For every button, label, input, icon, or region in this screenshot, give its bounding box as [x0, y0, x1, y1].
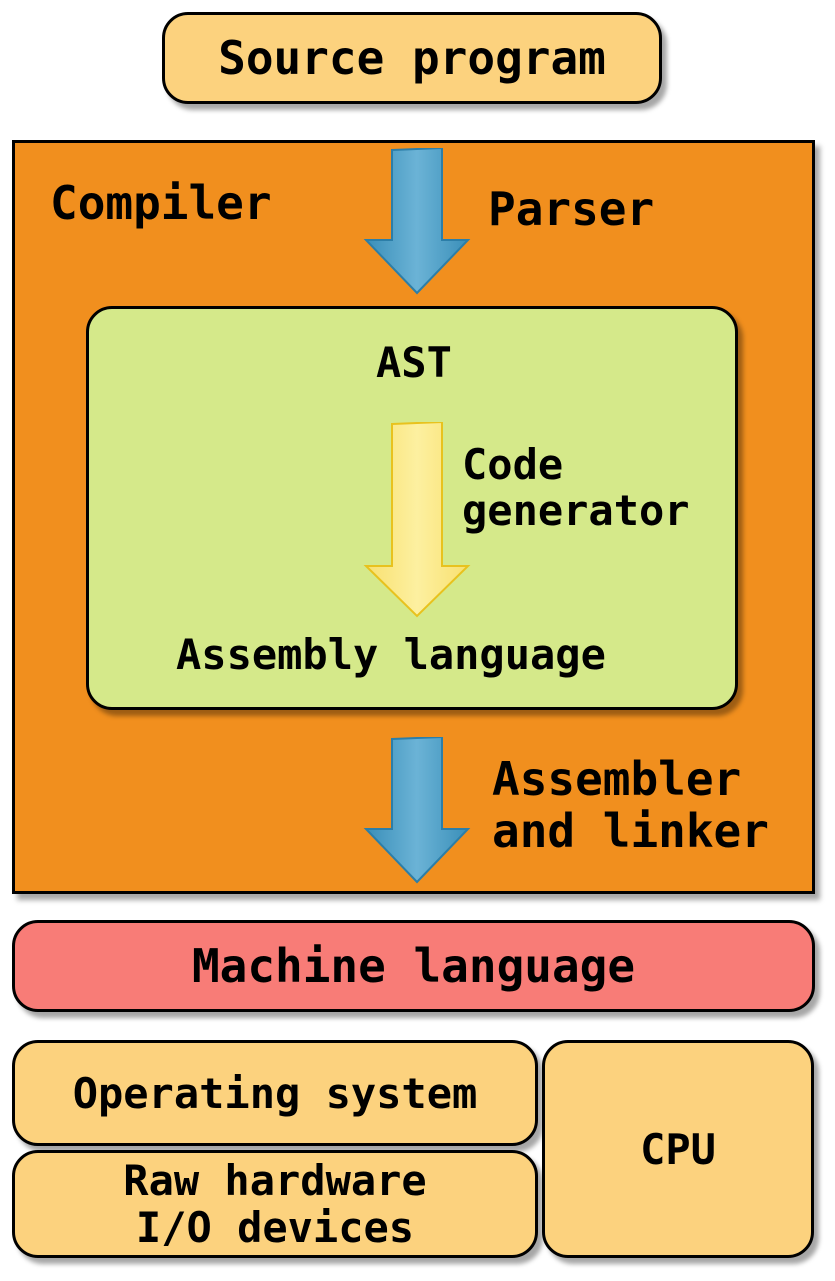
- codegen-label-line2: generator: [462, 486, 690, 535]
- source-program-box: Source program: [162, 12, 662, 104]
- compiler-title: Compiler: [50, 176, 272, 230]
- machine-language-box: Machine language: [12, 920, 815, 1012]
- assembler-label-line1: Assembler: [492, 752, 742, 806]
- operating-system-label: Operating system: [72, 1068, 478, 1118]
- ast-label: AST: [376, 338, 452, 387]
- raw-hardware-label-line2: I/O devices: [135, 1203, 415, 1252]
- assembly-language-label: Assembly language: [176, 630, 606, 679]
- assembler-label-line2: and linker: [492, 804, 769, 858]
- operating-system-box: Operating system: [12, 1040, 538, 1146]
- source-program-label: Source program: [218, 31, 606, 85]
- parser-label: Parser: [488, 182, 655, 236]
- codegen-arrow-icon: [363, 422, 471, 618]
- machine-language-label: Machine language: [191, 939, 636, 993]
- parser-arrow-icon: [363, 148, 471, 295]
- raw-hardware-label-line1: Raw hardware: [123, 1155, 427, 1205]
- raw-hardware-box: Raw hardware I/O devices: [12, 1150, 538, 1258]
- cpu-box: CPU: [542, 1040, 814, 1258]
- cpu-label: CPU: [640, 1124, 716, 1174]
- assembler-arrow-icon: [363, 737, 471, 884]
- codegen-label-line1: Code: [462, 440, 564, 489]
